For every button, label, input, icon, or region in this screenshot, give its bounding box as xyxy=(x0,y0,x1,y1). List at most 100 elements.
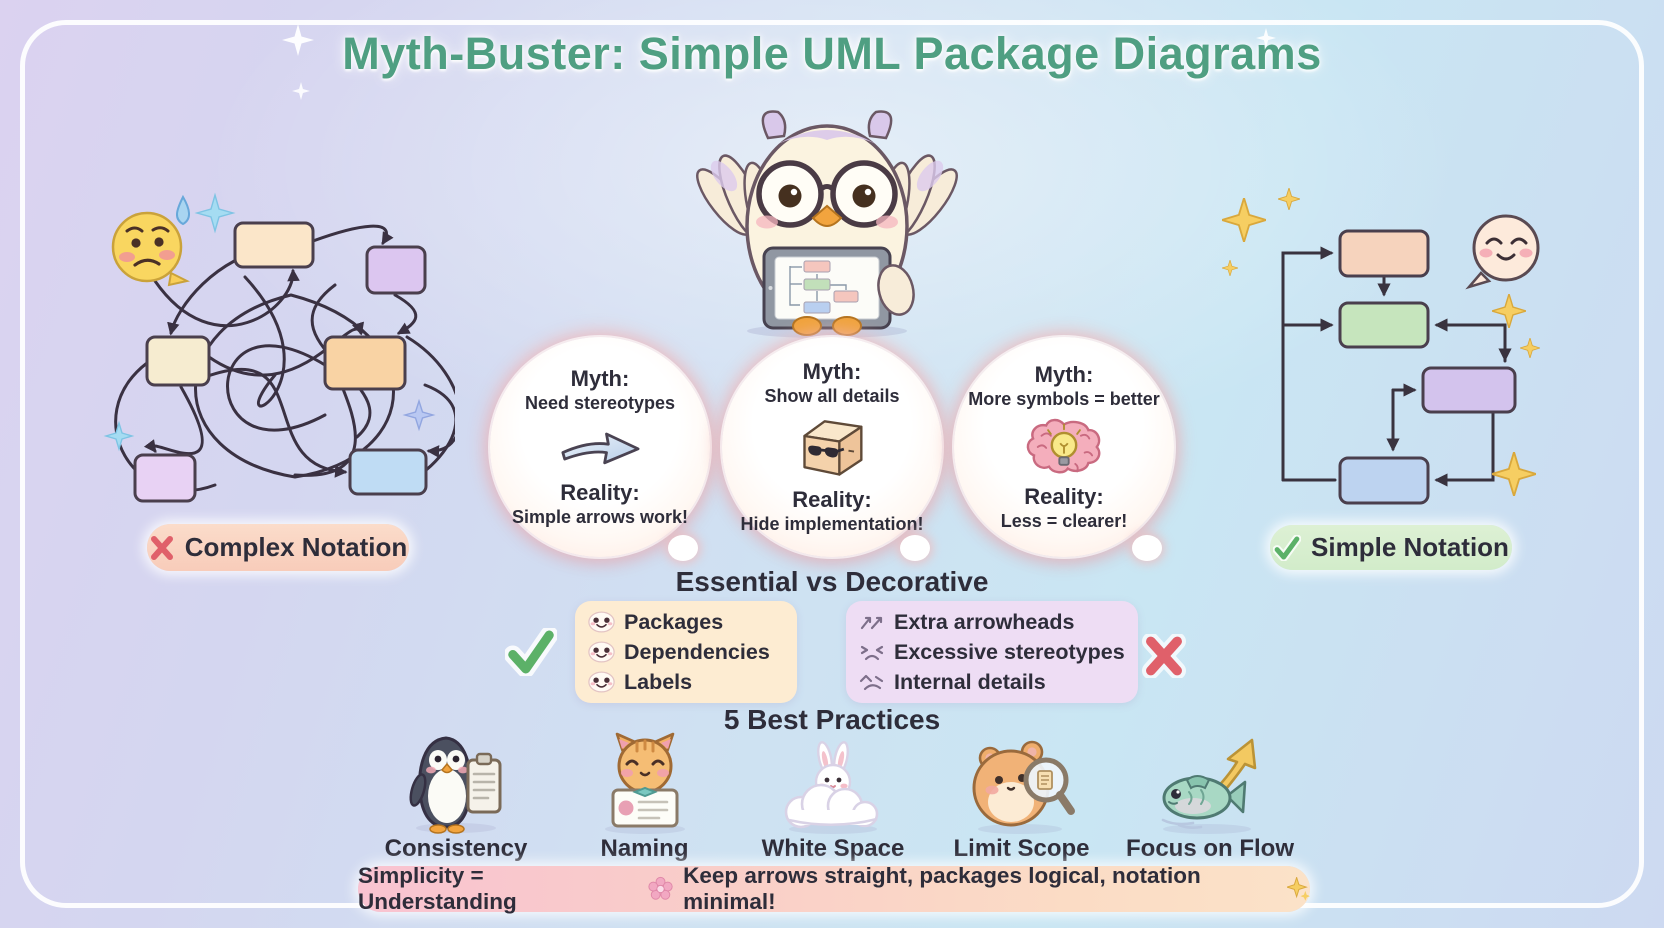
list-item: Excessive stereotypes xyxy=(859,637,1125,667)
brain-lightbulb-icon xyxy=(1026,418,1101,474)
comparison-heading: Essential vs Decorative xyxy=(675,566,989,597)
cross-mark-icon xyxy=(150,535,173,560)
package-sunglasses-icon xyxy=(803,420,863,476)
practice-limit-scope: Limit Scope xyxy=(932,730,1112,863)
cross-mark-icon xyxy=(1142,634,1186,678)
essential-item-label: Packages xyxy=(624,610,724,634)
best-practices-row: Consistency Namin xyxy=(366,730,1300,863)
footer-tail-text: Keep arrows straight, packages logical, … xyxy=(683,863,1201,914)
magnifier-icon xyxy=(1023,757,1075,815)
practice-label: Focus on Flow xyxy=(1126,835,1294,862)
sparkle-icon xyxy=(1520,338,1540,358)
essential-item-label: Dependencies xyxy=(624,640,770,664)
myth-bubble-symbols: Myth: More symbols = better Reality: Les… xyxy=(954,337,1174,561)
best-practices-heading: 5 Best Practices xyxy=(723,704,941,735)
sparkle-icon xyxy=(292,82,310,100)
check-mark-icon xyxy=(1273,534,1302,561)
practice-focus-on-flow: Focus on Flow xyxy=(1120,730,1300,863)
sparkle-icon xyxy=(1222,260,1238,276)
sunglasses-icon xyxy=(808,445,845,458)
reality-text: Hide implementation! xyxy=(740,514,924,534)
complex-notation-text: Complex Notation xyxy=(184,532,408,562)
decorative-list: Extra arrowheads Excessive stereotypes I… xyxy=(846,601,1138,703)
list-item: Labels xyxy=(588,667,784,697)
simple-diagram-illustration xyxy=(1281,214,1540,505)
myth-text: Show all details xyxy=(764,386,900,406)
flower-icon xyxy=(648,876,673,900)
sparkle-icon xyxy=(1256,28,1276,48)
practice-label: Consistency xyxy=(384,835,528,862)
reality-text: Less = clearer! xyxy=(1000,511,1128,531)
happy-face-icon xyxy=(1465,214,1540,290)
clipboard-icon xyxy=(466,752,502,814)
owl-tablet xyxy=(762,246,892,330)
smiley-icon xyxy=(588,671,615,693)
cat-name-tag-icon xyxy=(604,732,685,834)
footer-banner: Simplicity = Understanding Keep arrows s… xyxy=(358,863,1310,914)
smiley-icon xyxy=(588,641,615,663)
bubble-tail xyxy=(900,535,930,561)
reality-text: Simple arrows work! xyxy=(511,507,689,527)
bunny-icon xyxy=(814,741,852,801)
practice-label: Naming xyxy=(600,835,689,862)
sparkle-icon xyxy=(1492,452,1536,496)
complex-diagram-illustration xyxy=(103,192,455,503)
myth-heading: Myth: xyxy=(570,366,630,391)
crossed-arrows-icon xyxy=(860,616,883,630)
myth-text: Need stereotypes xyxy=(524,393,676,413)
hamster-magnifier-icon xyxy=(972,740,1075,834)
penguin-clipboard-icon xyxy=(409,736,502,834)
smiley-icon xyxy=(588,611,615,633)
complex-package-boxes xyxy=(133,221,428,503)
frown-icon xyxy=(860,645,884,661)
worried-face-icon xyxy=(111,194,190,287)
cloud-icon xyxy=(784,783,879,829)
practice-consistency: Consistency xyxy=(366,730,546,863)
list-item: Dependencies xyxy=(588,637,784,667)
squiggle-frown-icon xyxy=(859,674,884,691)
reality-heading: Reality: xyxy=(792,487,872,512)
simple-notation-label: Simple Notation xyxy=(1270,525,1512,570)
sparkle-icon xyxy=(103,192,436,452)
tablet-mini-diagram xyxy=(789,266,847,306)
sparkle-icon xyxy=(1278,188,1300,210)
list-item: Extra arrowheads xyxy=(859,607,1125,637)
sparkle-icon xyxy=(1286,877,1310,901)
reality-heading: Reality: xyxy=(1024,484,1104,509)
simple-notation-text: Simple Notation xyxy=(1311,532,1509,562)
myth-bubble-details: Myth: Show all details Reality: Hide imp… xyxy=(722,337,942,561)
decorative-item-label: Extra arrowheads xyxy=(894,610,1075,634)
myth-bubble-stereotypes: Myth: Need stereotypes Reality: Simple a… xyxy=(490,337,710,561)
decorative-item-label: Excessive stereotypes xyxy=(894,640,1125,664)
owl-mascot-illustration xyxy=(696,110,958,338)
complex-notation-label: Complex Notation xyxy=(147,524,409,571)
practice-naming: Naming xyxy=(555,730,735,863)
simple-package-boxes xyxy=(1338,229,1517,505)
sparkle-icon xyxy=(1492,294,1526,328)
clean-arrows xyxy=(1281,246,1512,487)
reality-heading: Reality: xyxy=(560,480,640,505)
bubble-tail xyxy=(668,535,698,561)
sparkle-icon xyxy=(282,24,314,56)
name-card-icon xyxy=(611,786,678,828)
page-title: Myth-Buster: Simple UML Package Diagrams xyxy=(342,28,1322,79)
bunny-cloud-icon xyxy=(784,741,879,834)
sweat-drop-icon xyxy=(176,194,190,226)
arrow-icon xyxy=(561,432,640,465)
fish-arrow-icon xyxy=(1161,738,1257,834)
practice-label: Limit Scope xyxy=(953,835,1090,862)
myth-text: More symbols = better xyxy=(968,389,1160,409)
essential-item-label: Labels xyxy=(624,670,693,694)
tangled-arrows xyxy=(114,224,455,493)
lightbulb-icon xyxy=(1047,423,1081,466)
list-item: Internal details xyxy=(859,667,1125,697)
check-mark-icon xyxy=(505,628,557,676)
practice-label: White Space xyxy=(761,835,905,862)
footer-lead-text: Simplicity = Understanding xyxy=(358,863,517,914)
myth-heading: Myth: xyxy=(802,359,862,384)
sparkle-icon xyxy=(1222,198,1266,242)
bubble-tail xyxy=(1132,535,1162,561)
practice-white-space: White Space xyxy=(743,730,923,863)
list-item: Packages xyxy=(588,607,784,637)
